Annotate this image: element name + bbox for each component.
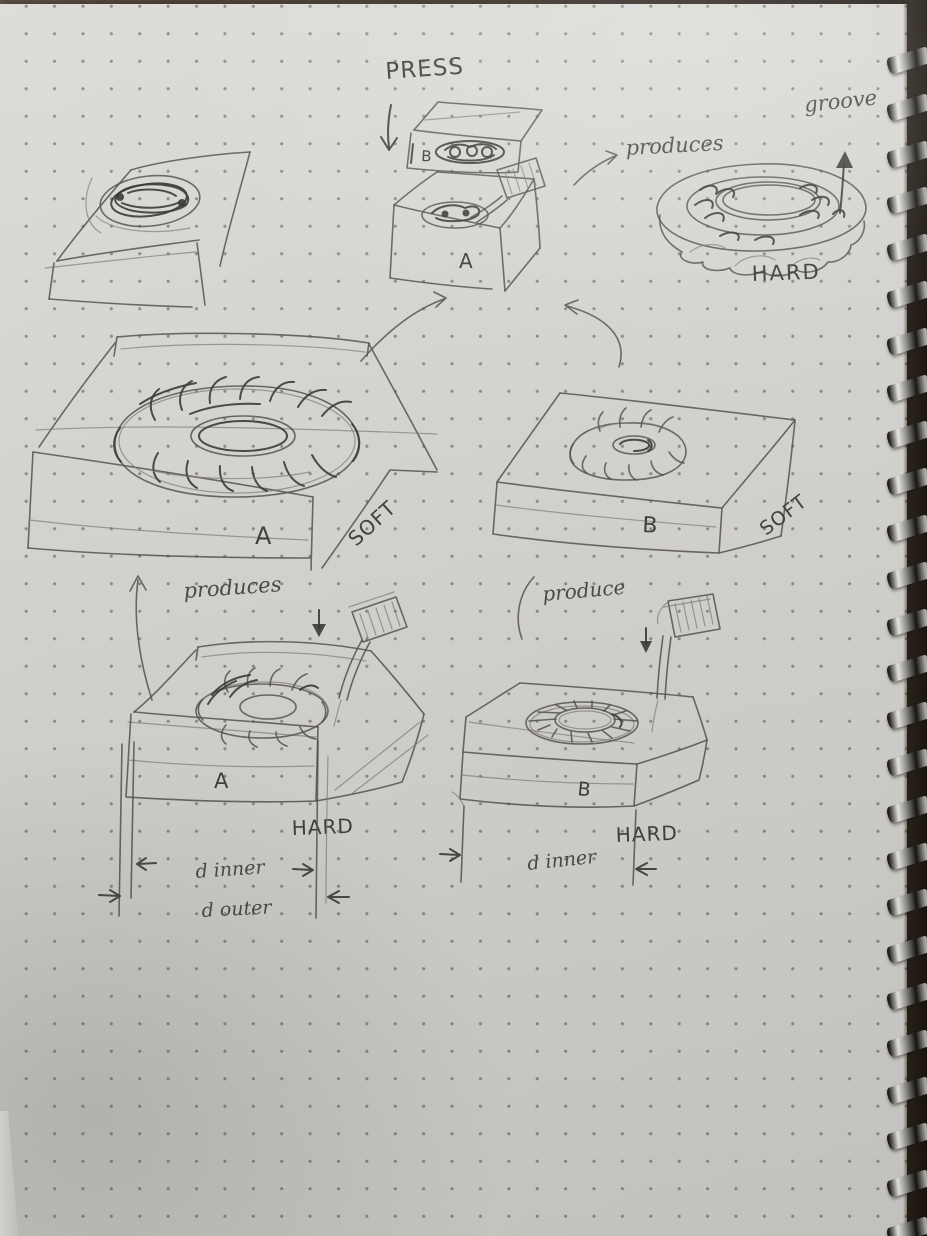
flow-arrow-from-b (564, 299, 622, 368)
label-stamp-letter: B (421, 147, 432, 166)
label-produces-top: produces (625, 131, 724, 160)
soft-mold-b-sketch: B SOFT (492, 392, 812, 554)
ring-cavity (525, 700, 639, 745)
pour-cup-icon (333, 591, 408, 727)
label-soft-a: SOFT (343, 496, 401, 551)
produces-up-arrow (129, 575, 153, 701)
label-d-inner-a: d inner (195, 856, 267, 883)
stamped-mold-a: A (389, 157, 546, 292)
soft-mold-a-sketch: A SOFT (27, 332, 438, 571)
label-groove: groove (803, 85, 878, 117)
torus-impression (113, 376, 361, 498)
label-press: PRESS (385, 54, 465, 85)
pour-down-arrow (312, 609, 326, 637)
label-d-inner-b: d inner (526, 846, 599, 875)
label-produce-right: produce (541, 575, 626, 606)
hard-cast-b-sketch: produce (439, 575, 721, 886)
label-hard-mold-a-letter: A (214, 769, 229, 793)
impression-block-sketch (44, 151, 251, 308)
label-hard-ring: HARD (751, 260, 821, 286)
label-stamped-mold-letter: A (459, 249, 473, 273)
flow-arrow-from-a (360, 291, 447, 362)
label-hard-a: HARD (291, 814, 354, 840)
donut-form (569, 407, 687, 481)
stamp-block-b: B (406, 101, 543, 174)
label-hard-mold-b-letter: B (576, 778, 591, 801)
label-d-outer-a: d outer (201, 896, 274, 922)
label-soft-mold-b-letter: B (642, 513, 658, 539)
press-stack-sketch: PRESS B (360, 54, 724, 368)
ring-impression (95, 174, 201, 233)
ring-cavity (195, 667, 329, 748)
hard-cast-a-sketch: produces (98, 572, 429, 922)
pour-cup-icon (469, 157, 546, 223)
label-soft-mold-a-letter: A (255, 522, 272, 550)
label-soft-b: SOFT (756, 490, 812, 540)
pour-cup-icon (651, 593, 721, 733)
label-hard-b: HARD (615, 821, 678, 847)
produces-arrow (573, 150, 618, 186)
label-produces-left: produces (183, 572, 283, 603)
groove-arrow (832, 151, 853, 218)
press-down-arrow (380, 104, 398, 151)
produced-ring-sketch: groove HARD (656, 85, 878, 286)
dimension-lines-a: d inner d outer (98, 739, 350, 922)
pour-down-arrow (640, 627, 652, 653)
dot-grid-page (0, 4, 907, 1236)
